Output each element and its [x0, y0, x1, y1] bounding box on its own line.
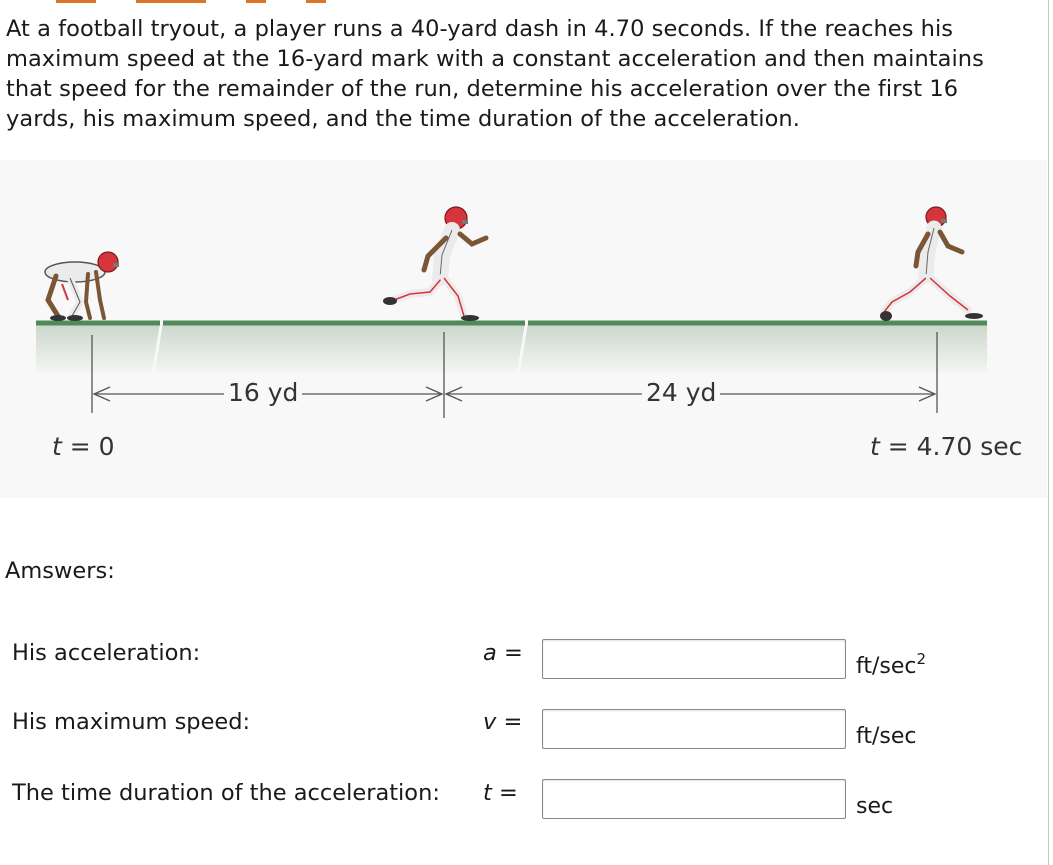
dimension-lines: [92, 386, 937, 402]
time-value: = 0: [61, 432, 115, 461]
field-strip: [36, 320, 987, 372]
time-value: = 4.70 sec: [879, 432, 1023, 461]
max-speed-input[interactable]: [542, 709, 846, 749]
accel-duration-input[interactable]: [542, 779, 846, 819]
acceleration-unit: ft/sec2: [856, 652, 926, 680]
acceleration-variable: a =: [483, 640, 523, 666]
accel-duration-unit: sec: [856, 794, 893, 819]
time-label-end: t = 4.70 sec: [870, 432, 1022, 461]
position-markers: [91, 332, 938, 418]
max-speed-unit: ft/sec: [856, 724, 917, 749]
equals-sign: =: [496, 709, 523, 735]
accent-segment: [246, 0, 266, 3]
player-running-icon: [383, 206, 489, 321]
accel-duration-variable: t =: [483, 780, 518, 806]
variable-symbol: t: [483, 780, 492, 806]
player-start-icon: [44, 251, 119, 321]
tryout-figure: 16 yd 24 yd t = 0 t = 4.70 sec: [0, 160, 1047, 498]
equals-sign: =: [491, 780, 518, 806]
player-finish-icon: [880, 206, 983, 321]
time-variable: t: [52, 432, 62, 461]
distance-label-16yd: 16 yd: [224, 378, 303, 407]
accent-segment: [56, 0, 96, 3]
acceleration-input[interactable]: [542, 639, 846, 679]
unit-text: ft/sec: [856, 724, 917, 749]
accent-segment: [306, 0, 326, 3]
equals-sign: =: [496, 640, 523, 666]
max-speed-label: His maximum speed:: [12, 709, 251, 735]
right-border: [1048, 0, 1049, 865]
variable-symbol: a: [483, 640, 497, 666]
time-variable: t: [870, 432, 880, 461]
distance-label-24yd: 24 yd: [642, 378, 721, 407]
max-speed-variable: v =: [483, 709, 522, 735]
unit-text: ft/sec: [856, 654, 917, 679]
unit-exponent: 2: [916, 650, 927, 668]
answers-heading: Amswers:: [5, 558, 115, 584]
acceleration-label: His acceleration:: [12, 640, 201, 666]
accent-segment: [136, 0, 206, 3]
unit-text: sec: [856, 794, 894, 819]
top-accent-bar: [56, 0, 326, 3]
accel-duration-label: The time duration of the acceleration:: [12, 780, 440, 806]
variable-symbol: v: [483, 709, 497, 735]
problem-statement: At a football tryout, a player runs a 40…: [6, 16, 984, 132]
time-label-start: t = 0: [52, 432, 115, 461]
